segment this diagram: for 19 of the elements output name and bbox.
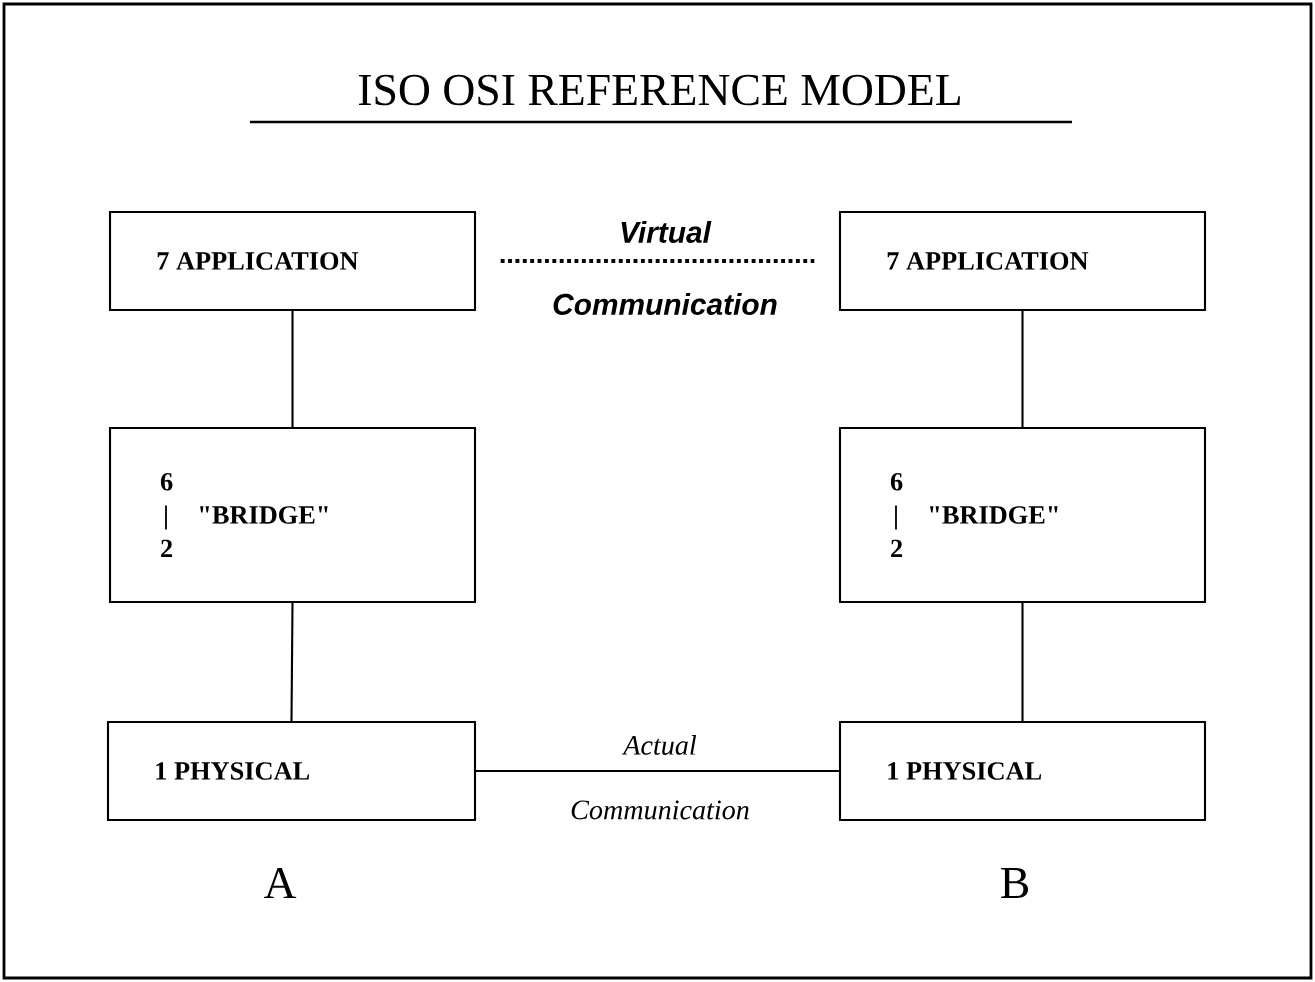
layer-box: 1 PHYSICAL [106, 720, 477, 822]
connector-line [500, 259, 815, 263]
connector-line [475, 769, 840, 773]
connector-line [290, 602, 294, 722]
layer-box: 1 PHYSICAL [838, 720, 1207, 822]
layer-box: 6 | 2 "BRIDGE" [838, 426, 1207, 604]
layer-box: 7 APPLICATION [108, 210, 477, 312]
connector-line [1021, 602, 1024, 722]
connector-line [291, 310, 294, 428]
layer-box: 7 APPLICATION [838, 210, 1207, 312]
annotation-text: Communication [548, 289, 782, 319]
annotation-text: Actual [619, 731, 701, 759]
side-label: A [260, 864, 300, 902]
annotation-text: Communication [566, 797, 754, 823]
layer-box: 6 | 2 "BRIDGE" [108, 426, 477, 604]
title: ISO OSI REFERENCE MODEL [358, 74, 960, 106]
side-label: B [996, 864, 1034, 902]
annotation-text: Virtual [615, 217, 715, 247]
connector-line [1021, 310, 1024, 428]
